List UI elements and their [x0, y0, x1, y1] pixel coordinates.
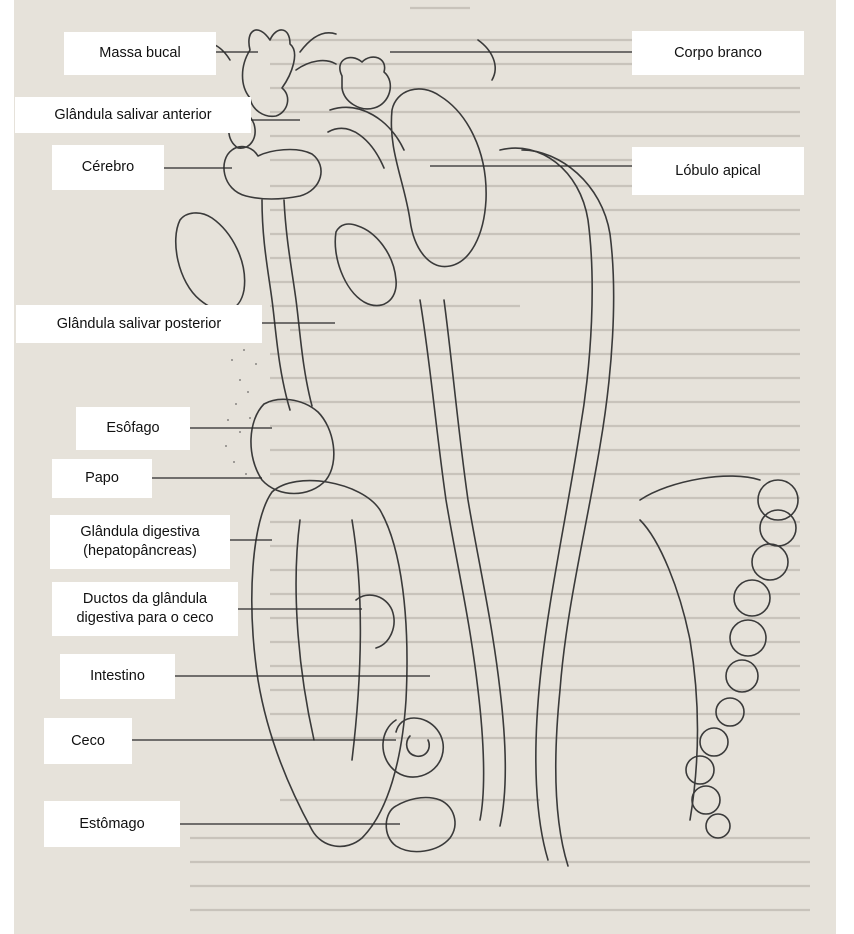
label-papo-text: Papo: [85, 469, 119, 488]
label-ceco: Ceco: [44, 718, 132, 764]
label-glandula-digestiva-text: Glândula digestiva (hepatopâncreas): [80, 523, 199, 561]
label-papo: Papo: [52, 459, 152, 498]
label-massa-bucal: Massa bucal: [64, 32, 216, 75]
label-intestino: Intestino: [60, 654, 175, 699]
label-ductos-text: Ductos da glândula digestiva para o ceco: [76, 590, 213, 628]
label-ductos: Ductos da glândula digestiva para o ceco: [52, 582, 238, 636]
label-glandula-digestiva: Glândula digestiva (hepatopâncreas): [50, 515, 230, 569]
label-lobulo-apical: Lóbulo apical: [632, 147, 804, 195]
label-cerebro-text: Cérebro: [82, 158, 134, 177]
label-intestino-text: Intestino: [90, 667, 145, 686]
label-glandula-salivar-anterior-text: Glândula salivar anterior: [54, 106, 211, 125]
label-corpo-branco-text: Corpo branco: [674, 44, 762, 63]
label-esofago: Esôfago: [76, 407, 190, 450]
label-ceco-text: Ceco: [71, 732, 105, 751]
label-glandula-salivar-anterior: Glândula salivar anterior: [15, 97, 251, 133]
label-estomago-text: Estômago: [79, 815, 144, 834]
label-esofago-text: Esôfago: [106, 419, 159, 438]
label-glandula-salivar-posterior-text: Glândula salivar posterior: [57, 315, 221, 334]
label-estomago: Estômago: [44, 801, 180, 847]
label-lobulo-apical-text: Lóbulo apical: [675, 162, 760, 181]
label-massa-bucal-text: Massa bucal: [99, 44, 180, 63]
label-cerebro: Cérebro: [52, 145, 164, 190]
label-corpo-branco: Corpo branco: [632, 31, 804, 75]
label-glandula-salivar-posterior: Glândula salivar posterior: [16, 305, 262, 343]
